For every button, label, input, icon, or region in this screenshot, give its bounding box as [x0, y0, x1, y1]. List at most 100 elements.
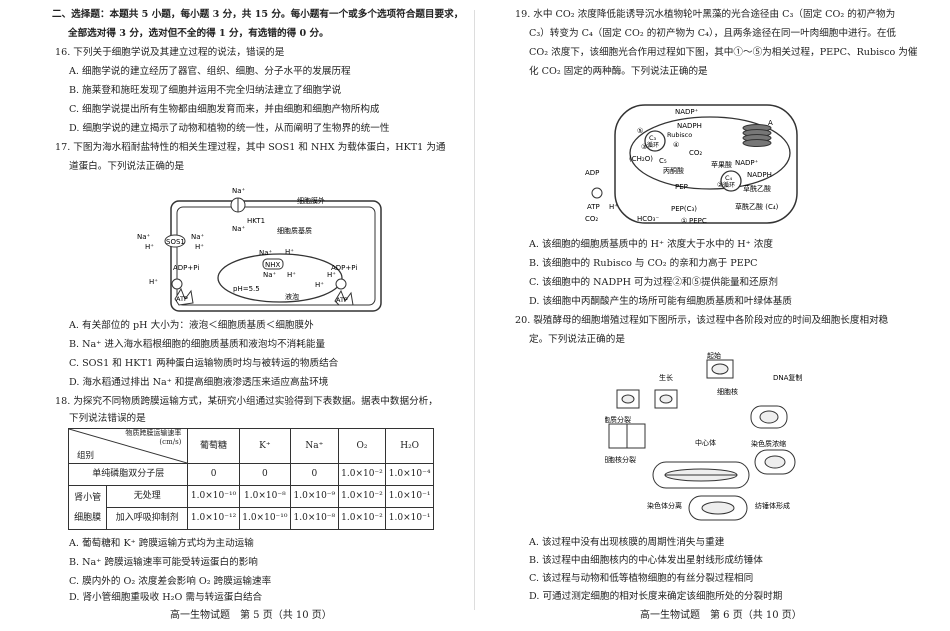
nhx-label: NHX: [265, 261, 281, 269]
h-cyto-label: H⁺: [195, 243, 204, 251]
adp-pi-right: ADP+Pi: [331, 264, 357, 272]
na-top-label: Na⁺: [232, 187, 246, 195]
q20-option-c: C. 该过程与动物和低等植物细胞的有丝分裂过程相同: [529, 573, 754, 584]
co2-out-label: CO₂: [585, 215, 598, 223]
left-footer: 高一生物试题 第 5 页（共 10 页）: [170, 610, 332, 621]
thylakoid-stack: [742, 124, 772, 147]
na-in-label: Na⁺: [232, 225, 246, 233]
pep-label: PEP: [675, 183, 688, 191]
q18-stem: 18. 为探究不同物质跨膜运输方式，某研究小组通过实验得到下表数据。据表中数据分…: [55, 396, 438, 407]
h-right-label: H⁺: [327, 271, 336, 279]
corner-top: 物质跨膜运输速率: [125, 429, 182, 437]
q20-option-b: B. 该过程中由细胞核内的中心体发出星射线形成纺锤体: [529, 555, 763, 566]
right-footer: 高一生物试题 第 6 页（共 10 页）: [640, 610, 802, 621]
q16-option-d: D. 细胞学说的建立揭示了动物和植物的统一性，从而阐明了生物界的统一性: [69, 123, 390, 134]
ch2o-label: (CH₂O): [629, 155, 653, 163]
left-page: 二、选择题：本题共 5 小题，每小题 3 分，共 15 分。每小题有一个或多个选…: [52, 9, 464, 621]
na-out-label: Na⁺: [137, 233, 151, 241]
n1-label: ①: [681, 217, 687, 225]
q17-diagram: Na⁺ HKT1 Na⁺ 细胞膜外 细胞质基质 SOS1 Na⁺ H⁺ Na⁺ …: [137, 187, 382, 312]
q19-line-3: CO₂ 浓度下，该细胞光合作用过程如下图，其中①～⑤为相关过程，PEPC、Rub…: [529, 47, 918, 58]
table-corner-cell: 物质跨膜运输速率 (cm/s) 组别: [67, 428, 189, 464]
q19-line-2: C₃）转变为 C₄（固定 CO₂ 的初产物为 C₄），且两条途径在同一叶肉细胞中…: [529, 28, 897, 39]
cytokinesis-label: 胞质分裂: [605, 415, 631, 424]
nadph-mid: NADPH: [747, 171, 772, 179]
start-label: 起始: [707, 351, 721, 360]
ph-label: pH=5.5: [233, 285, 260, 293]
h-label: H⁺: [609, 203, 618, 211]
nhx-carrier: NHX: [262, 258, 284, 270]
row1-cell: 0: [290, 463, 339, 486]
row3-cell: 1.0×10⁻²: [337, 507, 387, 530]
nadp-mid: NADP⁺: [735, 159, 759, 167]
oxaloacetate-label: 草酰乙酸: [743, 184, 771, 193]
adp-pi-left: ADP+Pi: [173, 264, 199, 272]
na-nhx-label: Na⁺: [259, 249, 273, 257]
row2-cell: 1.0×10⁻¹⁰: [187, 485, 240, 508]
q18-option-c: C. 膜内外的 O₂ 浓度差会影响 O₂ 跨膜运输速率: [69, 576, 272, 587]
oxaloacetate-c4-label: 草酰乙酸 (C₄): [735, 202, 779, 211]
nadph-top: NADPH: [677, 122, 702, 130]
adp-label: ADP: [585, 169, 599, 177]
nadp-top: NADP⁺: [675, 108, 699, 116]
row2-label: 无处理: [106, 485, 189, 508]
group-label: 肾小管细胞膜: [67, 485, 108, 530]
n5-label: ⑤: [637, 127, 643, 135]
n2-label: ②: [717, 181, 723, 189]
q20-stem-2: 定。下列说法正确的是: [529, 334, 625, 345]
centrosome-label: 中心体: [695, 438, 716, 447]
row3-label: 加入呼吸抑制剂: [106, 507, 189, 530]
n4-label: ④: [673, 141, 679, 149]
q17-option-d: D. 海水稻通过排出 Na⁺ 和提高细胞液渗透压来适应高盐环境: [69, 377, 329, 388]
q18-table: 物质跨膜运输速率 (cm/s) 组别 葡萄糖 K⁺ Na⁺ O₂ H₂O 单纯磷…: [67, 428, 434, 530]
q16-option-b: B. 施莱登和施旺发现了细胞并运用不完全归纳法建立了细胞学说: [69, 85, 342, 96]
c4-cycle: C₄: [725, 174, 733, 182]
q20-stem: 20. 裂殖酵母的细胞增殖过程如下图所示，该过程中各阶段对应的时间及细胞长度相对…: [515, 315, 889, 326]
cytoplasm-label: 细胞质基质: [277, 226, 312, 235]
q16-option-c: C. 细胞学说提出所有生物都由细胞发育而来，并由细胞和细胞产物所构成: [69, 104, 380, 115]
q19-diagram: A NADP⁺ NADPH C₃ 循环 Rubisco CO₂ (CH₂O) C…: [585, 104, 798, 225]
growth-label: 生长: [659, 373, 673, 382]
q16-stem: 16. 下列关于细胞学说及其建立过程的说法，错误的是: [55, 47, 285, 58]
row3-cell: 1.0×10⁻¹⁰: [238, 507, 292, 530]
q18-stem-2: 下列说法错误的是: [69, 413, 146, 424]
hco3-label: HCO₃⁻: [637, 215, 659, 223]
chrom-sep-label: 染色体分离: [647, 501, 682, 510]
a-label: A: [768, 119, 773, 127]
na-cyto-label: Na⁺: [191, 233, 205, 241]
nuclear-div-label: 细胞核分裂: [605, 455, 636, 464]
hkt1-label: HKT1: [247, 217, 265, 225]
pyruvate-label: 丙酮酸: [663, 166, 684, 175]
row1-label: 单纯磷脂双分子层: [67, 463, 189, 486]
header-na: Na⁺: [290, 428, 339, 464]
sos1-label: SOS1: [166, 238, 185, 246]
dna-rep-label: DNA复制: [773, 373, 802, 382]
q17-stem-2: 道蛋白。下列说法正确的是: [69, 161, 185, 172]
nucleus-label: 细胞核: [717, 387, 738, 396]
q19-option-c: C. 该细胞中的 NADPH 可为过程②和⑤提供能量和还原剂: [529, 277, 778, 288]
malate-label: 苹果酸: [711, 160, 732, 169]
row1-cell: 0: [187, 463, 240, 486]
q20-diagram: 起始 生长 细胞核 DNA复制 胞质分裂 中心体 染色质浓缩 细胞核分裂 染色体…: [605, 351, 802, 521]
na-vac-label: Na⁺: [263, 271, 277, 279]
q20-option-a: A. 该过程中没有出现核膜的周期性消失与重建: [529, 537, 725, 548]
rubisco-label: Rubisco: [667, 131, 692, 139]
q17-option-a: A. 有关部位的 pH 大小为：液泡＜细胞质基质＜细胞膜外: [69, 320, 314, 331]
atp-right: ATP: [336, 296, 348, 304]
c4-cycle-label: 循环: [723, 181, 735, 189]
h-nhx-label: H⁺: [285, 248, 294, 256]
section-title: 二、选择题：本题共 5 小题，每小题 3 分，共 15 分。每小题有一个或多个选…: [52, 9, 464, 20]
row3-cell: 1.0×10⁻¹: [385, 507, 434, 530]
row1-cell: 0: [238, 463, 292, 486]
q20-option-d: D. 可通过测定细胞的相对长度来确定该细胞所处的分裂时期: [529, 591, 783, 602]
row2-cell: 1.0×10⁻⁸: [238, 485, 292, 508]
c5-label: C₅: [659, 157, 667, 165]
corner-unit: (cm/s): [159, 438, 182, 446]
h-vac2-label: H⁺: [315, 281, 324, 289]
row2-cell: 1.0×10⁻²: [337, 485, 387, 508]
right-page: 19. 水中 CO₂ 浓度降低能诱导沉水植物轮叶黑藻的光合途径由 C₃（固定 C…: [475, 0, 950, 631]
corner-bottom: 组别: [77, 451, 95, 461]
atp-label: ATP: [587, 203, 600, 211]
q19-option-b: B. 该细胞中的 Rubisco 与 CO₂ 的亲和力高于 PEPC: [529, 258, 758, 269]
h-left-label: H⁺: [149, 278, 158, 286]
